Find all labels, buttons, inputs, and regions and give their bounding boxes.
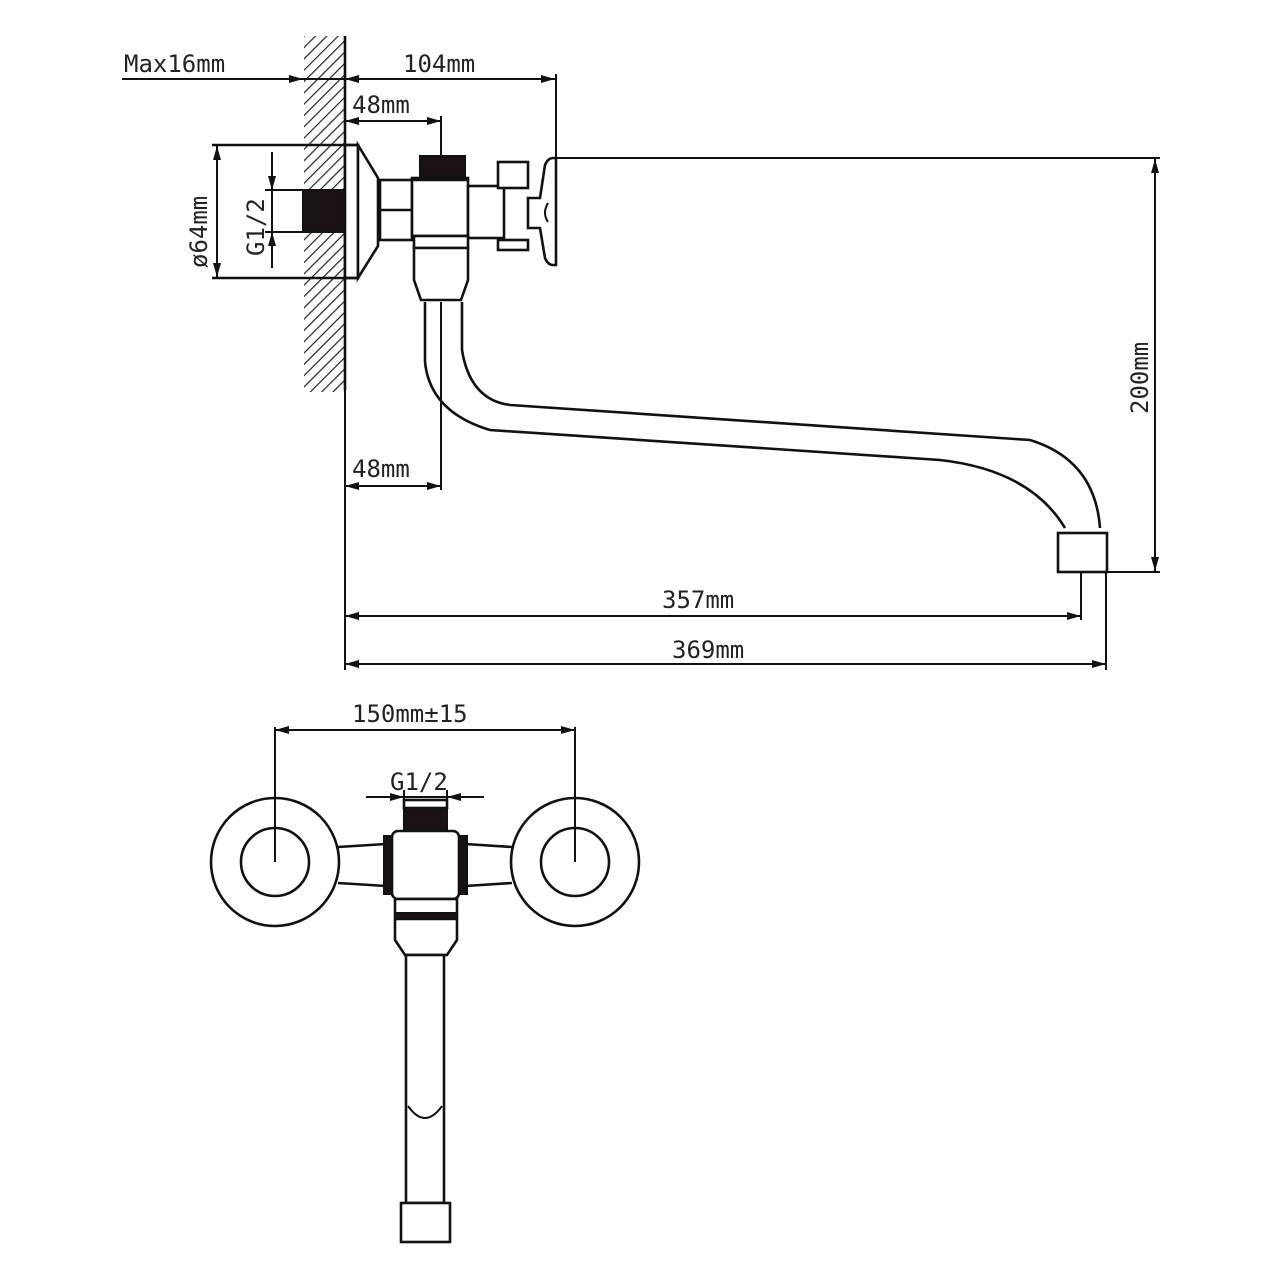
dim-outlet-offset: 48mm xyxy=(345,91,442,156)
dim-48-bottom: 48mm xyxy=(352,455,410,483)
dim-wall-thickness: Max16mm xyxy=(124,50,225,78)
wall-flange xyxy=(212,140,380,283)
inlet-pipe-section xyxy=(302,189,346,233)
side-view: Max16mm 104mm 48mm ø64mm G1/2 xyxy=(122,36,1160,670)
valve-body xyxy=(378,155,558,302)
aerator xyxy=(1056,531,1109,574)
dim-200: 200mm xyxy=(1126,342,1154,414)
spout-top-view xyxy=(404,953,446,1205)
dim-top: Max16mm 104mm xyxy=(122,50,1160,160)
right-arm xyxy=(464,842,513,888)
top-view: 150mm±15 G1/2 xyxy=(209,700,641,1244)
spout xyxy=(423,302,1109,574)
dim-g12-top: G1/2 xyxy=(390,768,448,796)
dim-48-top: 48mm xyxy=(352,91,410,119)
dim-spout-offset: 48mm xyxy=(344,370,442,670)
center-body xyxy=(390,829,461,901)
dim-reach: 357mm 369mm xyxy=(345,572,1107,670)
dim-flange-diameter: ø64mm xyxy=(185,196,213,268)
dim-outlet-thread: G1/2 xyxy=(366,768,484,808)
outlet-thread-block xyxy=(403,807,448,831)
dim-body-depth: 104mm xyxy=(403,50,475,78)
dim-inlet-thread: G1/2 xyxy=(242,198,270,256)
aerator-top-view xyxy=(399,1201,452,1244)
dim-center-distance: 150mm±15 xyxy=(274,700,576,862)
left-arm xyxy=(337,842,387,888)
dim-spout-height: 200mm xyxy=(1107,158,1160,573)
dim-flange: ø64mm G1/2 xyxy=(185,145,303,278)
dim-357: 357mm xyxy=(662,586,734,614)
dim-369: 369mm xyxy=(672,636,744,664)
dim-150: 150mm±15 xyxy=(352,700,468,728)
